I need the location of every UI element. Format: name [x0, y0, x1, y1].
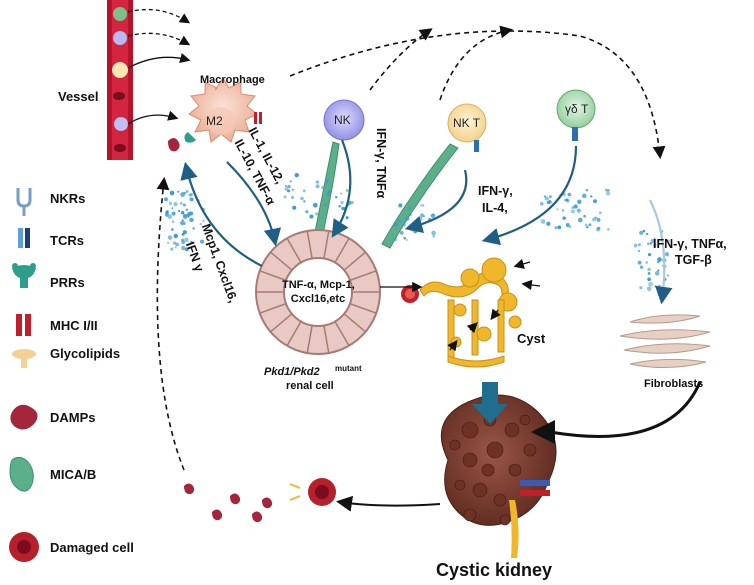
nk-cell	[323, 99, 365, 141]
macrophage-label: Macrophage	[200, 74, 265, 86]
damps-near-macrophage	[168, 138, 180, 152]
kidney-cysts	[449, 413, 537, 526]
mhc-icon	[16, 314, 31, 336]
macrophage-cell	[184, 77, 262, 143]
renal-cell-mutant-label: mutant	[335, 364, 362, 373]
legend-nkrs-label: NKRs	[50, 191, 86, 206]
legend-damaged-cell-label: Damaged cell	[50, 540, 134, 555]
nkt-cell	[447, 103, 487, 152]
gdt-label: γδ T	[565, 102, 589, 116]
renal-cell-inner-2: Cxcl16,etc	[290, 293, 346, 305]
cytokines-nkt-1: IFN-γ,	[478, 184, 513, 198]
gdt-cell	[556, 89, 596, 141]
tcrs-icon	[18, 228, 30, 248]
cyst-tubules	[419, 257, 522, 368]
nk-label: NK	[334, 113, 351, 127]
blue-arrows	[180, 139, 673, 305]
renal-cell-gene-label: Pkd1/Pkd2	[264, 366, 320, 378]
cytokines-fibro-1: IFN-γ, TNFα,	[653, 237, 727, 251]
cytokines-nk: IFN-γ, TNFα	[374, 128, 388, 199]
legend-mica-label: MICA/B	[50, 467, 97, 482]
renal-cell-inner-1: TNF-α, Mcp-1,	[282, 279, 355, 291]
renal-cell-label: renal cell	[286, 380, 334, 392]
nkt-label: NK T	[453, 116, 481, 130]
damps-bottom	[184, 483, 273, 523]
legend-tcrs-label: TCRs	[50, 233, 84, 248]
cytokines-nkt-2: IL-4,	[482, 201, 508, 215]
dashed-arrows	[156, 25, 666, 471]
vessel-label: Vessel	[58, 89, 99, 104]
legend-mhc-label: MHC I/II	[50, 318, 98, 333]
nkrs-icon	[16, 188, 32, 216]
cytokine-dots	[163, 172, 671, 292]
fibroblasts	[619, 314, 711, 369]
legend-prrs-label: PRRs	[50, 275, 85, 290]
vessel	[107, 0, 133, 160]
legend-glycolipids-label: Glycolipids	[50, 346, 121, 361]
m2-label: M2	[206, 114, 223, 128]
cyst-label: Cyst	[517, 331, 546, 346]
vessel-arrows	[127, 8, 191, 125]
cytokines-fibro-2: TGF-β	[675, 253, 712, 267]
fibroblasts-label: Fibroblasts	[644, 378, 704, 390]
prrs-icon	[12, 263, 36, 288]
legend-damps-label: DAMPs	[50, 410, 96, 425]
cyst-arrows	[380, 258, 541, 352]
glomerulus	[401, 285, 419, 303]
legend-icons	[9, 188, 39, 562]
damaged-cell-bottom	[289, 478, 336, 506]
big-arrows	[336, 381, 702, 512]
damaged-cell-icon	[9, 532, 39, 562]
mica-icon	[9, 456, 34, 492]
renal-cell-ring	[255, 229, 381, 355]
glycolipids-icon	[12, 349, 36, 368]
damps-icon	[10, 404, 38, 430]
cystic-kidney-label: Cystic kidney	[436, 560, 553, 580]
cystic-kidney	[440, 394, 557, 558]
